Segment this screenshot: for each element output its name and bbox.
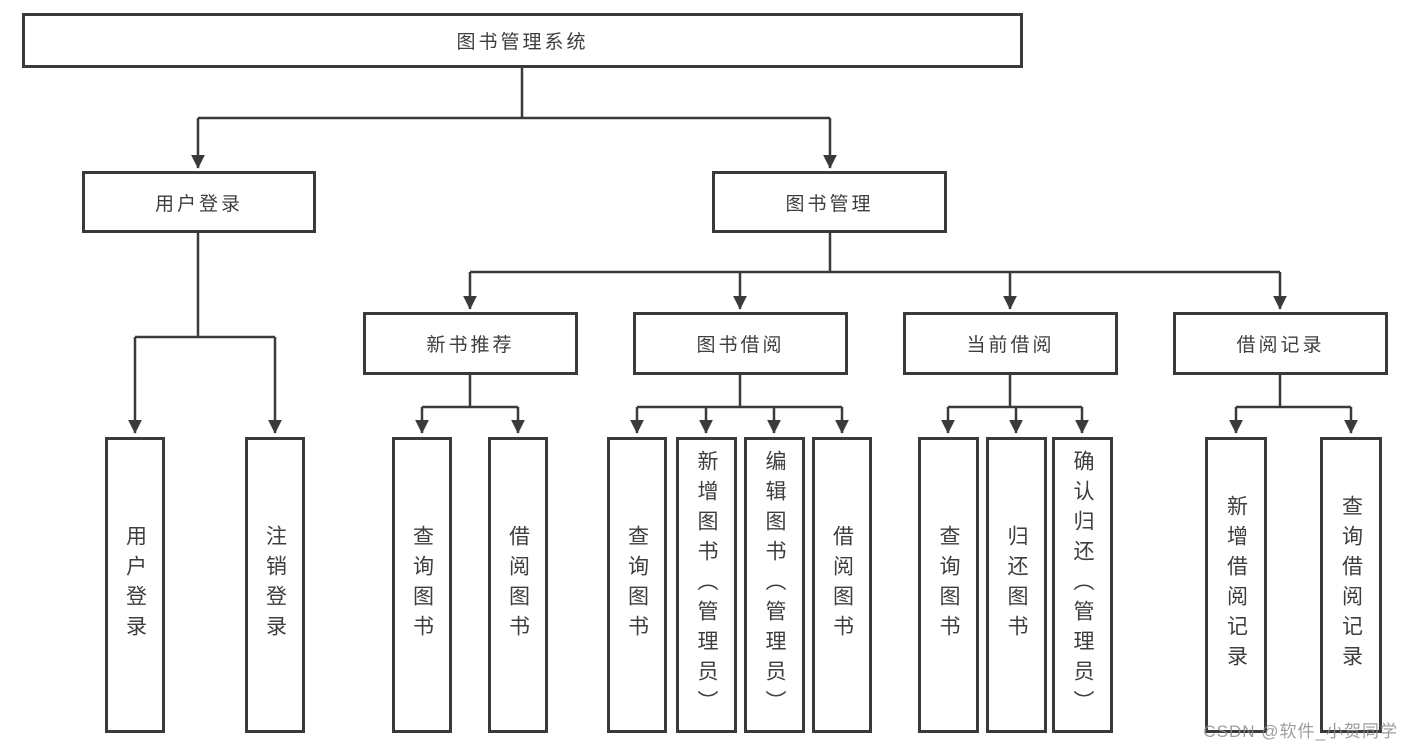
leaf-rec-query-books-label: 查询图书 <box>410 525 434 645</box>
leaf-cb-confirm-return: 确认归还（管理员） <box>1052 437 1113 733</box>
leaf-logout-label: 注销登录 <box>263 525 287 645</box>
leaf-cb-query-books-label: 查询图书 <box>937 525 960 645</box>
leaf-user-login: 用户登录 <box>105 437 165 733</box>
leaf-bb-query-books: 查询图书 <box>607 437 667 733</box>
watermark: CSDN @软件_小贺同学 <box>1203 722 1398 741</box>
node-new-book-recommendation-label: 新书推荐 <box>426 335 515 356</box>
leaf-bb-edit-books: 编辑图书（管理员） <box>744 437 805 733</box>
leaf-bb-borrow-books-label: 借阅图书 <box>830 525 854 645</box>
node-current-borrowing: 当前借阅 <box>903 312 1118 375</box>
leaf-cb-return-books-label: 归还图书 <box>1005 525 1028 645</box>
node-current-borrowing-label: 当前借阅 <box>966 335 1055 356</box>
leaf-cb-return-books: 归还图书 <box>986 437 1047 733</box>
leaf-user-login-label: 用户登录 <box>123 525 147 645</box>
node-book-management: 图书管理 <box>712 171 947 233</box>
leaf-br-query-record: 查询借阅记录 <box>1320 437 1382 733</box>
node-borrowing-records: 借阅记录 <box>1173 312 1388 375</box>
leaf-rec-borrow-books-label: 借阅图书 <box>506 525 530 645</box>
leaf-bb-query-books-label: 查询图书 <box>625 525 649 645</box>
leaf-br-add-record: 新增借阅记录 <box>1205 437 1267 733</box>
node-book-borrowing-label: 图书借阅 <box>696 335 785 356</box>
leaf-br-query-record-label: 查询借阅记录 <box>1339 495 1363 675</box>
node-book-borrowing: 图书借阅 <box>633 312 848 375</box>
node-root: 图书管理系统 <box>22 13 1023 68</box>
leaf-bb-edit-books-label: 编辑图书（管理员） <box>763 450 786 720</box>
leaf-bb-borrow-books: 借阅图书 <box>812 437 872 733</box>
node-user-login-label: 用户登录 <box>154 193 243 215</box>
leaf-cb-confirm-return-label: 确认归还（管理员） <box>1071 450 1094 720</box>
leaf-rec-query-books: 查询图书 <box>392 437 452 733</box>
leaf-bb-add-books: 新增图书（管理员） <box>676 437 737 733</box>
leaf-rec-borrow-books: 借阅图书 <box>488 437 548 733</box>
leaf-logout: 注销登录 <box>245 437 305 733</box>
node-root-label: 图书管理系统 <box>456 32 589 53</box>
node-book-management-label: 图书管理 <box>785 193 874 215</box>
node-user-login: 用户登录 <box>82 171 316 233</box>
leaf-cb-query-books: 查询图书 <box>918 437 979 733</box>
leaf-bb-add-books-label: 新增图书（管理员） <box>695 450 718 720</box>
leaf-br-add-record-label: 新增借阅记录 <box>1224 495 1248 675</box>
node-borrowing-records-label: 借阅记录 <box>1236 335 1325 356</box>
node-new-book-recommendation: 新书推荐 <box>363 312 578 375</box>
